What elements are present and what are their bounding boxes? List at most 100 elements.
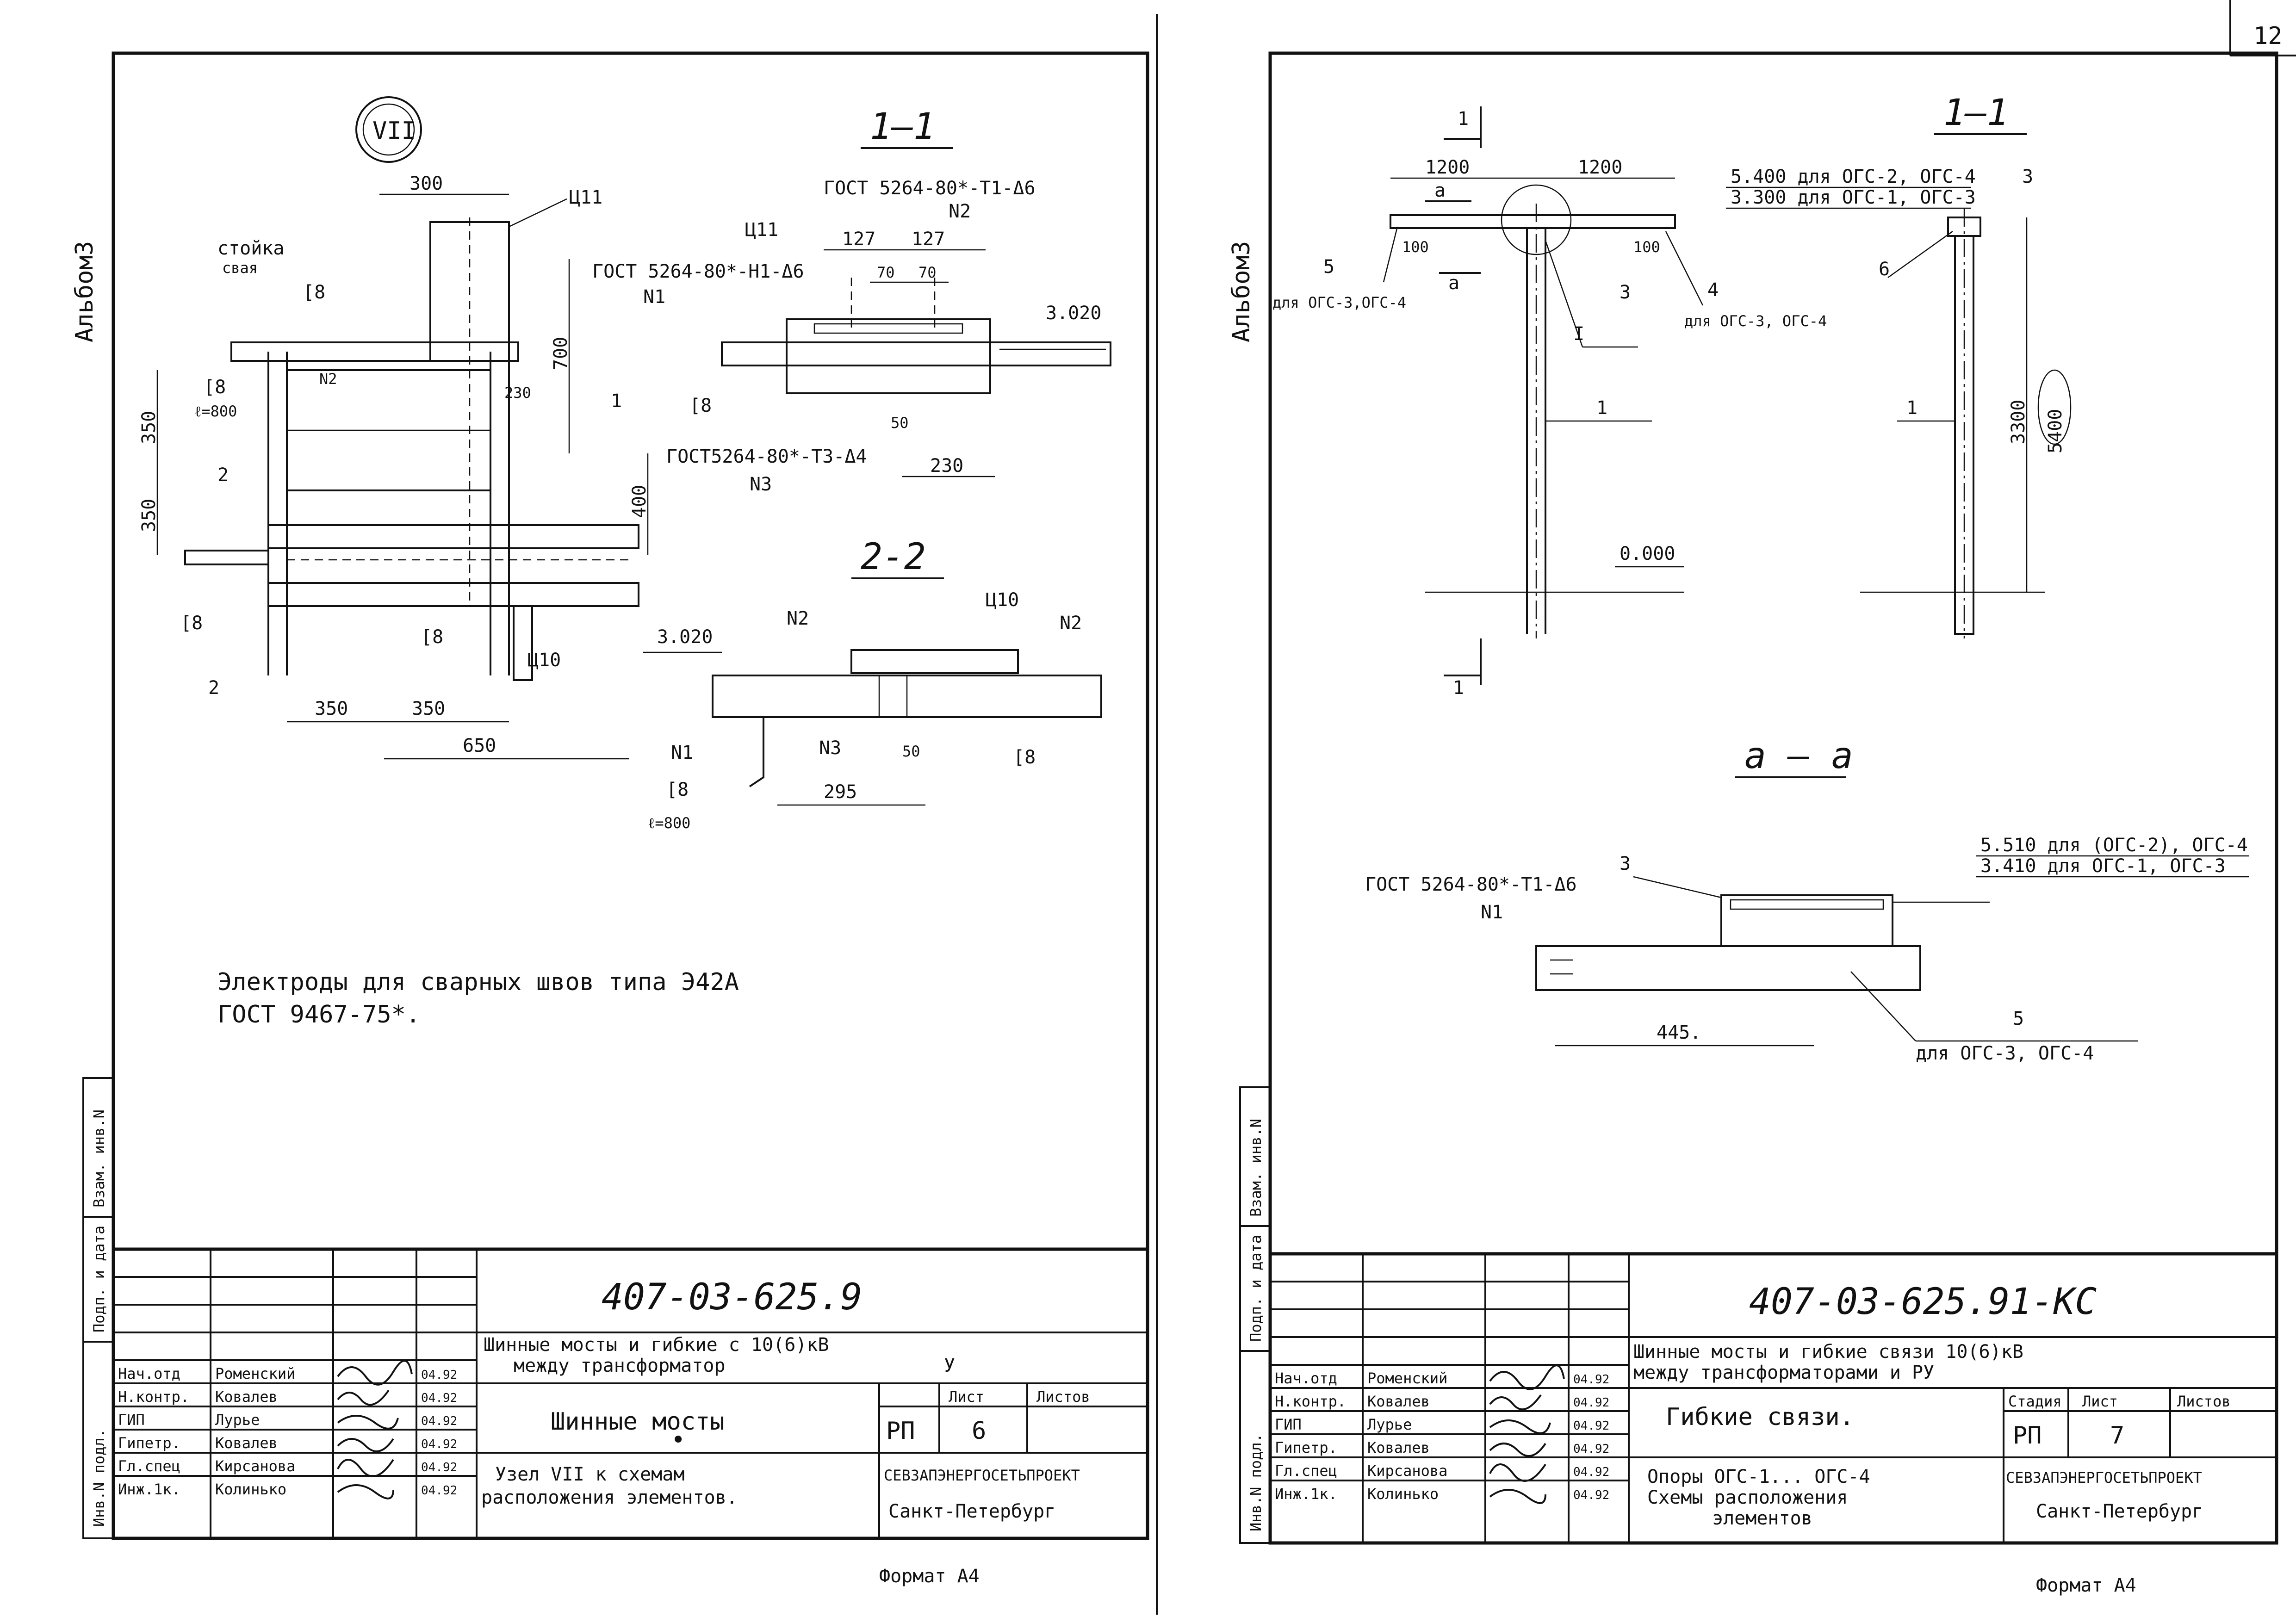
right-album-label: Альбом3	[1228, 241, 1255, 342]
level-5400: 5.400 для ОГС-2, ОГС-4	[1731, 166, 1976, 187]
sec22-dim-50: 50	[902, 743, 920, 760]
sec22-level: 3.020	[657, 626, 713, 648]
label-n2: N2	[319, 370, 337, 388]
left-title-block: 407-03-625.9 Шинные мосты и гибкие с 10(…	[112, 1247, 1149, 1587]
left-tb-date-5: 04.92	[421, 1484, 457, 1498]
sec22-u10: Ц10	[986, 589, 1019, 611]
left-tb-date-2: 04.92	[421, 1414, 457, 1428]
dim-350b: 350	[138, 499, 160, 532]
right-section-a-a: а — а 5.510 для (ОГС-2), ОГС-4 3.410 для…	[1365, 735, 2249, 1064]
left-tb-hdr-listov: Листов	[1036, 1388, 1090, 1406]
left-tb-name-5: Колинько	[215, 1481, 286, 1498]
gost-t1-label: ГОСТ 5264-80*-Т1-Δ6	[824, 178, 1036, 199]
sec-aa-title: а — а	[1744, 735, 1853, 777]
dim-127a: 127	[842, 229, 875, 250]
left-signature-5	[337, 1484, 394, 1499]
left-tb-project2: между трансформатор	[514, 1355, 726, 1376]
label-stoyka: стойка	[217, 238, 285, 259]
sec22-n3: N3	[819, 737, 841, 759]
label-e8: [8	[303, 282, 325, 303]
left-tb-sheet-title: Шинные мосты	[551, 1408, 725, 1436]
dim-700: 700	[550, 337, 571, 370]
left-stamp-podp: Подп. и дата	[90, 1226, 108, 1332]
lbl4: 4	[1707, 279, 1719, 301]
for-ogs34: для ОГС-3,ОГС-4	[1272, 294, 1406, 311]
sec-aa-for-ogs34: для ОГС-3, ОГС-4	[1916, 1043, 2094, 1064]
right-tb-format: Формат А4	[2036, 1575, 2136, 1596]
sec11-level: 3.020	[1046, 303, 1101, 324]
dim-650: 650	[463, 735, 496, 756]
right-tb-date-0: 04.92	[1573, 1373, 1609, 1387]
sec-aa-lbl3: 3	[1620, 853, 1631, 874]
sec11-dim-50: 50	[891, 414, 909, 432]
dim-230: 230	[504, 384, 531, 402]
right-tb-name-5: Колинько	[1367, 1485, 1439, 1503]
right-sec11-lbl1: 1	[1906, 397, 1917, 419]
right-tb-name-2: Лурье	[1367, 1416, 1412, 1433]
left-tb-name-4: Кирсанова	[215, 1457, 295, 1475]
left-signature-3	[337, 1438, 394, 1452]
left-sheet: Альбом3 VII	[71, 51, 1149, 1587]
right-tb-code: 407-03-625.91-КС	[1749, 1281, 2097, 1323]
left-stamp-inv: Инв.N подл.	[90, 1429, 108, 1527]
dim-70a: 70	[877, 264, 895, 281]
section-marker-2a: 2	[217, 465, 229, 486]
right-tb-hdr-list: Лист	[2082, 1393, 2118, 1410]
right-sec11-lbl6: 6	[1879, 259, 1890, 280]
right-tb-drawing1: Опоры ОГС-1... ОГС-4	[1647, 1466, 1870, 1487]
left-tb-code: 407-03-625.9	[602, 1276, 863, 1318]
sec-aa-n1: N1	[1481, 902, 1503, 923]
a-marker-top: а	[1434, 180, 1446, 201]
level-3410: 3.410 для ОГС-1, ОГС-3	[1980, 855, 2226, 877]
sec11-n3: N3	[750, 474, 772, 495]
left-signature-0	[337, 1360, 413, 1386]
right-signature-5	[1489, 1489, 1546, 1504]
sec11-n2: N2	[949, 201, 971, 222]
right-sec11-lbl3: 3	[2022, 166, 2033, 187]
right-signature-0	[1489, 1364, 1565, 1390]
label-l800: ℓ=800	[194, 403, 237, 420]
sec22-l800: ℓ=800	[648, 814, 690, 832]
left-signature-4	[337, 1459, 394, 1477]
right-tb-date-4: 04.92	[1573, 1465, 1609, 1479]
dim-127b: 127	[912, 229, 945, 250]
dim-350d: 350	[412, 698, 445, 719]
sec11-n1: N1	[643, 286, 665, 308]
left-tb-role-1: Н.контр.	[118, 1388, 189, 1406]
right-sec11-title: 1—1	[1943, 92, 2009, 134]
left-tb-format: Формат А4	[879, 1566, 980, 1587]
right-tb-role-4: Гл.спец	[1275, 1462, 1337, 1480]
right-tb-role-0: Нач.отд	[1275, 1369, 1337, 1387]
left-tb-date-0: 04.92	[421, 1368, 457, 1382]
left-tb-role-2: ГИП	[118, 1411, 145, 1429]
label-e8-mid: [8	[421, 626, 443, 648]
sec22-title: 2-2	[861, 536, 926, 578]
right-signature-4	[1489, 1463, 1546, 1482]
left-tb-org: СЕВЗАПЭНЕРГОСЕТЬПРОЕКТ	[884, 1467, 1080, 1484]
sec-aa-gost: ГОСТ 5264-80*-Т1-Δ6	[1365, 874, 1577, 895]
page-number: 12	[2253, 22, 2283, 50]
left-tb-hdr-list: Лист	[949, 1388, 984, 1406]
right-tb-drawing2: Схемы расположения	[1647, 1487, 1848, 1508]
left-signature-1	[337, 1389, 390, 1406]
left-tb-drawing2: расположения элементов.	[481, 1487, 738, 1508]
left-tb-date-3: 04.92	[421, 1437, 457, 1451]
gost-t3-label: ГОСТ5264-80*-Т3-Δ4	[666, 446, 867, 467]
sec11-e8: [8	[689, 395, 712, 416]
right-title-block: 407-03-625.91-КС Шинные мосты и гибкие с…	[1268, 1252, 2278, 1596]
sec22-n1: N1	[671, 742, 693, 763]
right-tb-drawing3: элементов	[1712, 1508, 1812, 1529]
dim-100b: 100	[1633, 238, 1660, 256]
right-tb-name-4: Кирсанова	[1367, 1462, 1447, 1480]
left-tb-project: Шинные мосты и гибкие с 10(6)кВ	[484, 1334, 829, 1356]
left-section-2-2: 2-2 3.020 N2 Ц10 N2 N1 N3 50 [8 [8 ℓ=800…	[643, 536, 1102, 832]
left-tb-name-2: Лурье	[215, 1411, 260, 1429]
page-number-box: 12	[2229, 0, 2296, 56]
right-tb-date-3: 04.92	[1573, 1442, 1609, 1456]
right-tb-role-2: ГИП	[1275, 1416, 1302, 1433]
section-marker-1: 1	[611, 390, 622, 412]
sec11-dim-230: 230	[930, 455, 963, 477]
right-tb-sheet-title: Гибкие связи.	[1666, 1403, 1854, 1431]
right-section-1-1: 1—1 5.400 для ОГС-2, ОГС-4 3.300 для ОГС…	[1726, 92, 2072, 638]
dim-350a: 350	[138, 411, 160, 444]
